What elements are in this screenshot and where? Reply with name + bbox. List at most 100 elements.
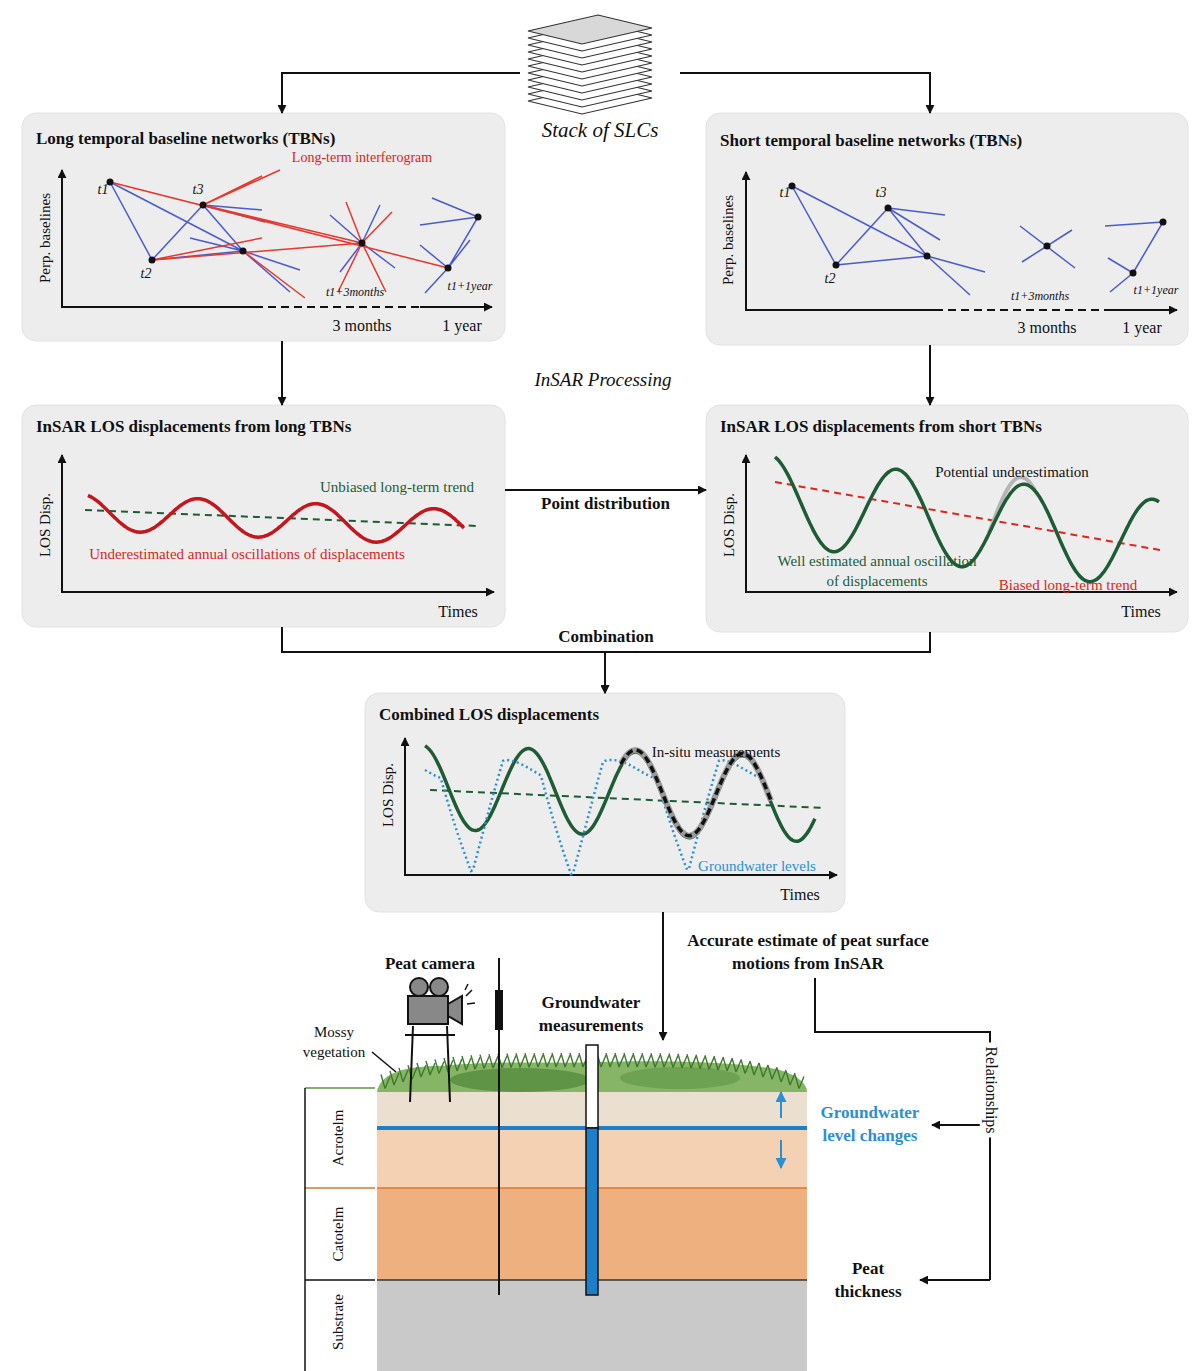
grass-tuft (534, 1053, 543, 1067)
part-label: Mossy vegetation (295, 1022, 373, 1063)
grass-tuft (489, 1054, 498, 1068)
baseline-axis (746, 309, 935, 311)
grass-tuft (552, 1053, 561, 1067)
grass-tuft (471, 1055, 480, 1069)
layer-label: Acrotelm (328, 1110, 348, 1167)
acquisition-point (1130, 270, 1137, 277)
time-label: t3 (193, 181, 204, 200)
relation-label: Relationships (980, 1042, 1002, 1137)
grass-tuft (390, 1071, 399, 1085)
peat-camera (430, 978, 448, 996)
short-interferogram (110, 182, 478, 293)
baseline-axis (62, 170, 1177, 311)
panel-ground (706, 113, 1188, 345)
grass-tuft (543, 1053, 552, 1067)
axis-tick: 3 months (1017, 317, 1076, 339)
layer-label: Catotelm (328, 1207, 348, 1262)
flow-arrow (680, 73, 930, 113)
grass-tuft (453, 1057, 462, 1071)
flow-arrow (605, 632, 930, 693)
panel-box: InSAR LOS displacements from long TBNs (22, 405, 505, 627)
grass-tuft (723, 1057, 732, 1071)
time-label: t1+1year (1134, 282, 1179, 298)
device-label: Peat camera (385, 953, 475, 976)
panel-ground (706, 405, 1188, 632)
groundwater-level (780, 1092, 782, 1118)
baseline-axis (745, 172, 747, 311)
acquisition-point (107, 179, 1167, 277)
panel-box: Short temporal baseline networks (TBNs) (706, 113, 1188, 345)
flow-arrow (282, 73, 520, 113)
grass-tuft (786, 1071, 795, 1085)
time-label: t2 (825, 270, 836, 289)
edge-label: Point distribution (541, 494, 670, 514)
variable-label: Groundwater level changes (814, 1102, 926, 1148)
flow-label: Accurate estimate of peat surface motion… (666, 930, 951, 976)
layer-boundary (304, 1088, 306, 1371)
grass-tuft (660, 1053, 669, 1067)
panel-heading: Combined LOS displacements (379, 705, 599, 725)
short-interferogram (110, 182, 1163, 295)
layer-boundary (305, 1087, 375, 1089)
baseline-axis (935, 309, 1105, 311)
flow-line (920, 1279, 990, 1281)
moss-mound (620, 1067, 740, 1089)
acquisition-point (924, 253, 931, 260)
layer-boundary (305, 1052, 396, 1371)
grass-tuft (435, 1059, 444, 1073)
grass-tuft (750, 1061, 759, 1075)
acquisition-point (1044, 243, 1051, 250)
layer-boundary (372, 1052, 396, 1072)
slc-stack-icon (528, 15, 652, 44)
grass-tuft (561, 1053, 570, 1067)
panel-box: Long temporal baseline networks (TBNs) (22, 113, 505, 341)
device-label: Groundwater measurements (526, 992, 656, 1038)
axis-label: Perp. baselines (35, 193, 55, 283)
peat-camera (447, 1026, 450, 1102)
groundwater-well (586, 1045, 598, 1295)
layer-boundary (305, 1187, 375, 1189)
flow-arrow (929, 345, 931, 405)
grass-tuft (732, 1058, 741, 1072)
grass-tuft (768, 1065, 777, 1079)
groundwater-well (586, 1128, 598, 1295)
panel-heading: Short temporal baseline networks (TBNs) (720, 131, 1022, 151)
curve-label: Potential underestimation (935, 462, 1089, 482)
displacement-curve (88, 495, 464, 542)
grass-tuft (408, 1065, 417, 1079)
displacement-curve (88, 457, 1159, 874)
acquisition-point (885, 205, 892, 212)
slc-stack-icon (528, 15, 652, 114)
axis-label: LOS Disp. (35, 493, 55, 557)
chart-axis (745, 455, 747, 593)
acquisition-point (149, 257, 156, 264)
grass-tuft (507, 1054, 516, 1068)
baseline-axis (255, 306, 420, 308)
acquisition-point (445, 265, 452, 272)
chart-axis (404, 738, 406, 876)
panel-ground (22, 405, 505, 627)
grass-tuft (714, 1056, 723, 1070)
panel-heading: InSAR LOS displacements from long TBNs (36, 417, 351, 437)
short-interferogram (792, 186, 1163, 295)
acquisition-point (475, 214, 482, 221)
stack-node: Stack of SLCs (520, 10, 680, 150)
panel-ground (365, 693, 845, 912)
panel-box: InSAR LOS displacements from short TBNs (706, 405, 1188, 632)
trend-line (775, 482, 1160, 550)
grass-tuft (642, 1053, 651, 1067)
baseline-axis (61, 170, 63, 308)
baseline-axis (62, 306, 255, 308)
grass-tuft (606, 1053, 615, 1067)
acquisition-point (359, 240, 366, 247)
chart-axis (61, 455, 63, 593)
trend-label: Biased long-term trend (999, 575, 1137, 595)
axis-label: LOS Disp. (378, 763, 398, 827)
flow-line (815, 978, 990, 1280)
grass-tuft (741, 1059, 750, 1073)
displacement-curve (621, 750, 771, 836)
flow-arrow (282, 627, 605, 693)
grass-tuft (525, 1053, 534, 1067)
